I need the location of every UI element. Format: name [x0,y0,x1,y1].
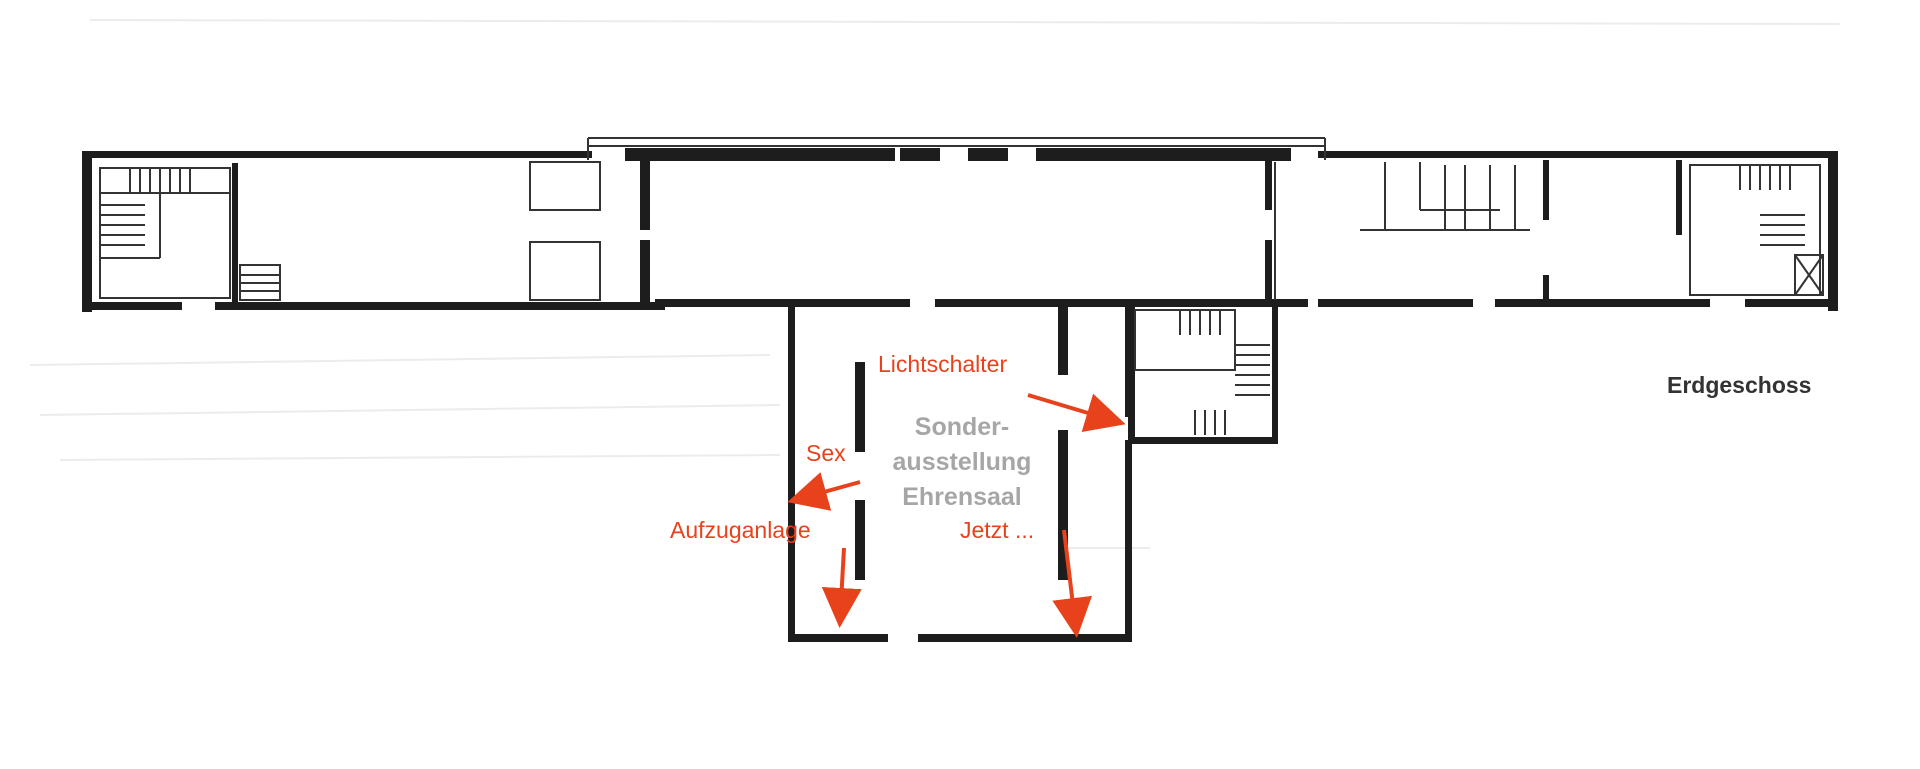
display-panel-2 [855,500,865,580]
partition-3a [1265,160,1272,210]
annotation-lichtschalter: Lichtschalter [878,351,1007,377]
arrow-lichtschalter [1027,393,1126,432]
wall-top-right [1318,151,1838,158]
wall-bottom-1 [82,302,182,310]
interior-rooms [529,161,1530,301]
display-panel-4 [1058,430,1068,580]
wall-top-window-3 [968,148,1008,161]
wall-top-window-1 [625,148,895,161]
background-traces [29,19,1841,549]
left-stair [99,167,281,301]
partition-4b [1543,275,1549,300]
room-label-line2: ausstellung [893,448,1032,476]
partition-4a [1543,160,1549,220]
annotation-jetzt: Jetzt ... [960,517,1034,543]
wall-top-left [82,151,592,158]
stair-room-wall-right [1272,307,1278,444]
wall-top-window-4 [1036,148,1291,161]
room-label-line3: Ehrensaal [902,483,1022,511]
hall-wall-left [788,307,795,642]
wall-bottom-7 [1745,299,1838,307]
room-label-line1: Sonder- [915,413,1009,441]
stair-room-wall-left [1128,307,1135,444]
wall-bottom-6 [1495,299,1710,307]
wall-bottom-4 [935,299,1308,307]
display-panel-1 [855,362,865,452]
arrow-aufzug [821,547,862,628]
partition-3b [1265,240,1272,300]
hall-wall-right [1125,440,1132,642]
right-stair [1689,164,1824,296]
hall-wall-bottom-left [788,634,888,642]
wall-bottom-2 [215,302,665,310]
canopy-lines [587,137,1326,160]
upper-wing [82,137,1838,312]
partition-2b [640,240,650,302]
wall-bottom-3 [655,299,910,307]
arrow-jetzt [1052,529,1093,638]
stair-room-wall-bottom [1128,437,1278,444]
wall-top-window-2 [900,148,940,161]
wall-left-end [82,151,92,312]
hall-wall-bottom-right [918,634,1132,642]
partition-2a [640,160,650,230]
wall-bottom-5 [1318,299,1473,307]
annotation-aufzug: Aufzuganlage [670,517,811,543]
partition-1 [232,163,238,303]
exhibition-hall [788,305,1278,642]
partition-5 [1676,160,1682,235]
hall-stair [1134,309,1270,435]
display-panel-3 [1058,305,1068,375]
floor-label: Erdgeschoss [1667,372,1811,398]
wall-right-end [1828,151,1838,311]
annotation-sex: Sex [806,440,846,466]
arrow-sex [787,472,861,511]
annotation-arrows [787,393,1126,638]
